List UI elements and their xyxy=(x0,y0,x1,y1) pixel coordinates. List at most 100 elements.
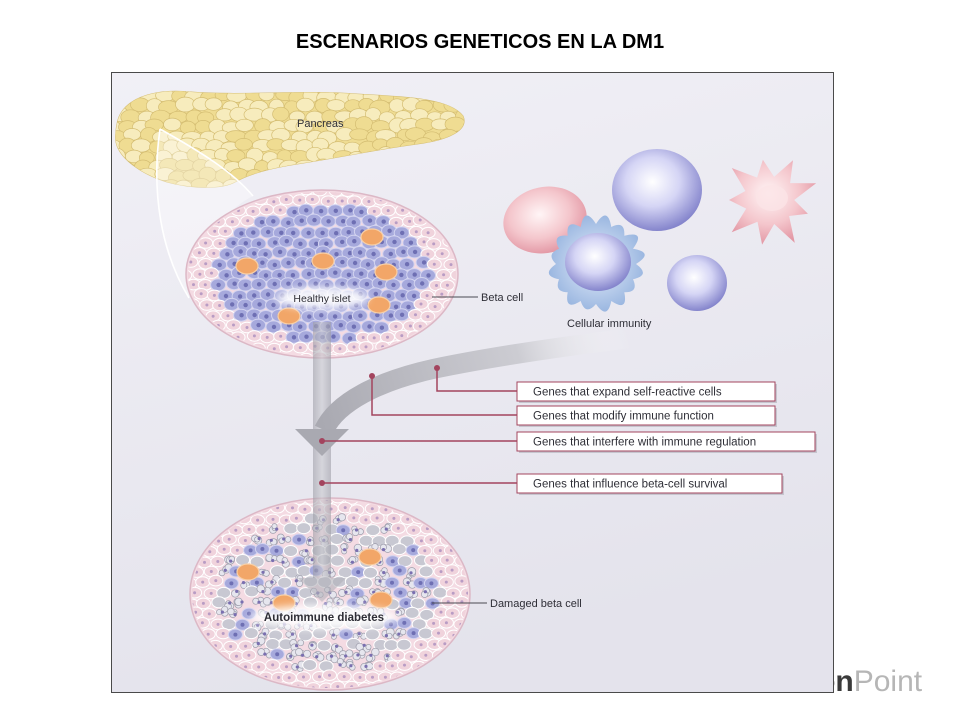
damaged-beta-cell xyxy=(391,543,407,556)
damaged-beta-cell xyxy=(418,565,434,578)
gene-box-frame xyxy=(516,473,783,494)
beta-cell-nucleus xyxy=(313,281,318,286)
pancreas-lobule xyxy=(235,118,254,132)
gene-boxes: Genes that expand self-reactive cells Ge… xyxy=(516,381,817,495)
acinar-cell-nucleus xyxy=(425,294,429,298)
beta-cell-nucleus xyxy=(223,293,229,299)
acinar-cell-nucleus xyxy=(355,508,359,512)
beta-cell-nucleus xyxy=(379,325,385,330)
beta-cell-nucleus xyxy=(256,241,262,246)
immune-cell-nucleus xyxy=(257,600,261,604)
acinar-cell-nucleus xyxy=(243,539,247,542)
acinar-cell-nucleus xyxy=(394,221,398,225)
acinar-cell-nucleus xyxy=(302,675,305,679)
beta-cell-nucleus xyxy=(284,239,289,244)
beta-cell-nucleus xyxy=(408,240,414,245)
acinar-cell-nucleus xyxy=(361,336,365,339)
beta-cell-nucleus xyxy=(271,324,277,330)
acinar-cell-nucleus xyxy=(218,242,222,245)
acinar-cell-nucleus xyxy=(367,200,371,203)
beta-cell-nucleus xyxy=(306,230,311,236)
immune-cell-nucleus xyxy=(241,581,246,585)
damaged-beta-cell xyxy=(329,533,345,545)
beta-cell-nucleus xyxy=(292,209,297,215)
damaged-beta-cell xyxy=(357,577,373,590)
beta-cell-nucleus xyxy=(252,293,257,298)
acinar-cell-nucleus xyxy=(197,251,201,255)
beta-cell-nucleus xyxy=(333,270,338,275)
beta-cell-nucleus xyxy=(411,548,416,553)
acinar-cell-nucleus xyxy=(353,199,356,203)
beta-cell-nucleus xyxy=(319,313,324,318)
small-blue-immune-cell xyxy=(667,255,727,311)
immune-cell-nucleus xyxy=(343,548,347,552)
acinar-cell-nucleus xyxy=(406,517,410,521)
acinar-cell-nucleus xyxy=(272,347,276,351)
acinar-cell-nucleus xyxy=(229,645,233,648)
acinar-cell-nucleus xyxy=(450,611,454,615)
acinar-cell-nucleus xyxy=(396,653,400,657)
acinar-cell-nucleus xyxy=(394,325,398,328)
immune-cell-nucleus xyxy=(336,601,340,606)
acinar-cell xyxy=(318,682,334,688)
beta-cell-nucleus xyxy=(344,632,349,637)
immune-cell-nucleus xyxy=(356,653,360,657)
immune-cell-nucleus xyxy=(308,538,312,542)
acinar-cell-nucleus xyxy=(440,252,444,256)
beta-cell-nucleus xyxy=(251,230,256,235)
damaged-beta-cell xyxy=(384,534,400,547)
acinar-cell-nucleus xyxy=(444,580,448,584)
beta-cell-nucleus xyxy=(407,282,412,288)
beta-cell-nucleus xyxy=(393,304,399,309)
beta-cell-nucleus xyxy=(298,324,303,329)
beta-cell-nucleus xyxy=(304,334,309,339)
immune-cell-nucleus xyxy=(381,548,386,552)
beta-cell-nucleus xyxy=(248,548,253,553)
immune-cell-nucleus xyxy=(423,590,427,594)
damaged-beta-cell xyxy=(432,586,448,599)
beta-cell-nucleus xyxy=(307,314,312,319)
pancreas-lobule xyxy=(326,99,346,112)
acinar-cell-nucleus xyxy=(371,675,374,679)
acinar-cell-nucleus xyxy=(212,251,216,255)
immune-cell-nucleus xyxy=(257,536,261,541)
immune-cell-nucleus xyxy=(355,548,359,552)
acinar-cell-nucleus xyxy=(298,198,302,202)
damaged-beta-cell xyxy=(396,638,412,651)
damaged-beta-cell xyxy=(404,606,420,619)
acinar-cell-nucleus xyxy=(278,208,282,212)
immune-cell-nucleus xyxy=(290,632,295,636)
pancreas-lobule xyxy=(163,117,182,132)
acinar-cell-nucleus xyxy=(279,334,283,338)
beta-cell-nucleus xyxy=(243,241,248,246)
damaged-beta-cell xyxy=(243,627,259,640)
beta-cell-nucleus xyxy=(290,273,296,278)
beta-cell-nucleus xyxy=(399,312,405,317)
acinar-cell-nucleus xyxy=(435,284,438,287)
beta-cell-nucleus xyxy=(351,220,356,225)
acinar-cell-nucleus xyxy=(340,199,344,203)
beta-cell-nucleus xyxy=(359,209,364,215)
immune-cell-nucleus xyxy=(324,602,328,606)
acinar-cell-nucleus xyxy=(318,675,321,679)
gene-box-modify: Genes that modify immune function xyxy=(516,405,777,427)
damaged-beta-cell xyxy=(297,629,313,642)
beta-cell-nucleus xyxy=(334,252,339,257)
immune-cell-nucleus xyxy=(409,571,413,575)
acinar-cell-nucleus xyxy=(257,665,261,669)
acinar-cell-nucleus xyxy=(414,313,417,317)
acinar-cell-nucleus xyxy=(216,560,220,563)
alpha-cell xyxy=(311,252,335,270)
immune-cell-nucleus xyxy=(261,570,265,574)
immune-cell-nucleus xyxy=(304,549,308,553)
beta-cell-nucleus xyxy=(429,581,434,586)
beta-cell-nucleus xyxy=(371,251,376,257)
alpha-cell xyxy=(374,263,398,281)
autoimmune-diabetes-label: Autoimmune diabetes xyxy=(264,612,384,624)
acinar-cell-nucleus xyxy=(223,229,227,233)
acinar-cell-nucleus xyxy=(271,663,275,667)
damaged-beta-cell xyxy=(410,597,426,610)
beta-cell-nucleus xyxy=(406,304,411,310)
immune-cell-nucleus xyxy=(310,643,314,647)
infiltrating-immune-cell xyxy=(399,628,407,636)
